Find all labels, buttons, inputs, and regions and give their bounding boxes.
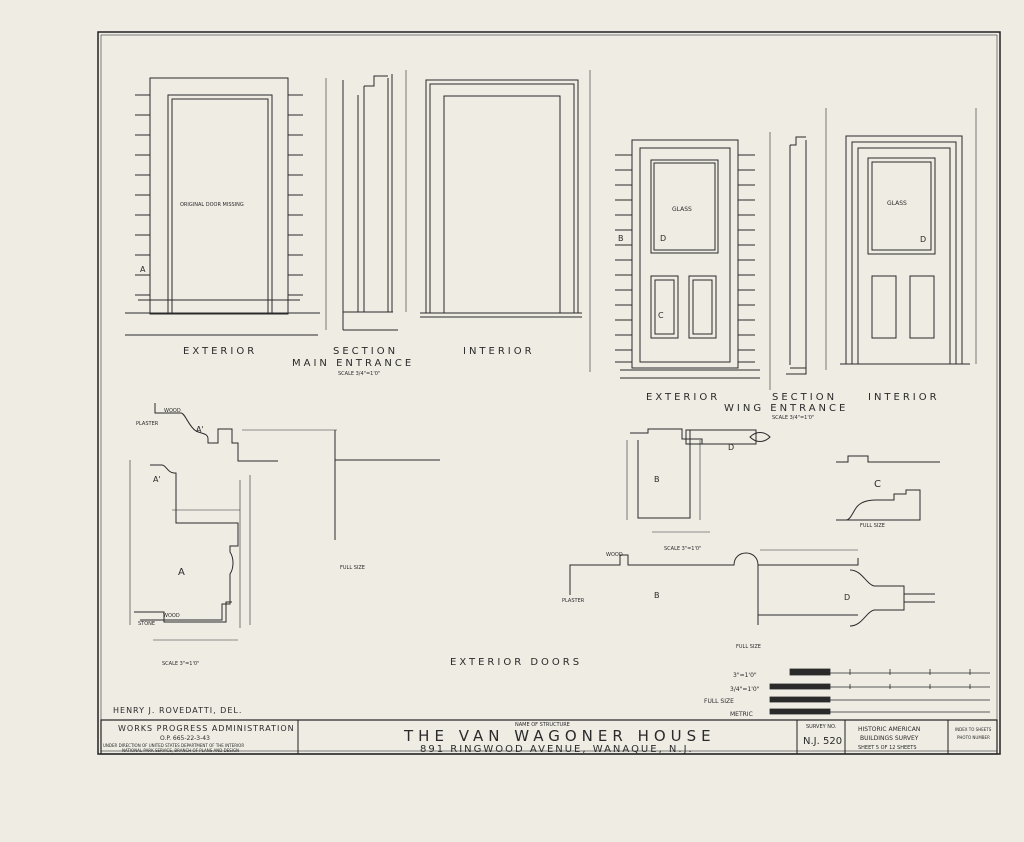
main-entrance-drawings (125, 70, 591, 372)
wing-entrance-text: EXTERIOR SECTION WING ENTRANCE SCALE 3/4… (618, 200, 940, 421)
index-line-2: PHOTO NUMBER (957, 735, 990, 740)
index-line-1: INDEX TO SHEETS (955, 727, 992, 732)
op-number: O.P. 665-22-3-43 (160, 735, 210, 742)
survey-no-label: SURVEY NO. (806, 724, 837, 730)
survey-number: N.J. 520 (803, 736, 842, 747)
wing-interior-glass (867, 157, 936, 255)
wing-mark-c: C (658, 311, 664, 320)
sheet-inner-border (100, 34, 998, 752)
main-entrance-title: MAIN ENTRANCE (292, 358, 414, 369)
sheet-border (97, 31, 1001, 755)
detail-wood-a: WOOD (163, 613, 180, 619)
habs-line-2: BUILDINGS SURVEY (860, 735, 919, 742)
detail-mark-a: A (178, 567, 188, 578)
wing-entrance-scale: SCALE 3/4"=1'0" (772, 415, 814, 421)
detail-wood-label: WOOD (164, 408, 181, 414)
wing-exterior-frame (631, 139, 739, 369)
scale-row-3: FULL SIZE (704, 698, 734, 705)
detail-mark-a-prime: A' (153, 475, 161, 484)
wing-section-label: SECTION (772, 392, 837, 403)
under-direction: UNDER DIRECTION OF UNITED STATES DEPARTM… (103, 743, 244, 748)
scale-row-1: 3"=1'0" (733, 672, 757, 679)
delineator: HENRY J. ROVEDATTI, DEL. (113, 706, 242, 715)
wing-exterior-label: EXTERIOR (646, 392, 720, 403)
detail-c-full-size: FULL SIZE (860, 523, 885, 529)
wing-mark-d: D (660, 234, 666, 243)
door-missing-note: ORIGINAL DOOR MISSING (180, 202, 244, 208)
wpa-title: WORKS PROGRESS ADMINISTRATION (118, 724, 295, 733)
habs-line-1: HISTORIC AMERICAN (858, 726, 920, 733)
detail-wood-b: WOOD (606, 552, 623, 558)
detail-plaster-b: PLASTER (562, 598, 585, 604)
main-exterior-label: EXTERIOR (183, 346, 257, 357)
name-of-structure-label: NAME OF STRUCTURE (515, 722, 570, 728)
detail-mark-a-prime-top: A' (196, 425, 204, 434)
main-entrance-text: EXTERIOR SECTION MAIN ENTRANCE SCALE 3/4… (140, 202, 535, 377)
wing-exterior-glass (650, 159, 719, 254)
main-entrance-scale: SCALE 3/4"=1'0" (338, 371, 380, 377)
scale-row-2: 3/4"=1'0" (730, 686, 760, 693)
structure-address: 891 RINGWOOD AVENUE, WANAQUE, N.J. (420, 744, 694, 755)
detail-mark-b-bottom: B (654, 591, 660, 600)
nps-branch: NATIONAL PARK SERVICE, BRANCH OF PLANS A… (122, 748, 239, 753)
wing-interior-glass-label: GLASS (887, 200, 907, 207)
detail-stone-label: STONE (138, 621, 155, 627)
wing-interior-label: INTERIOR (868, 392, 940, 403)
scale-row-4: METRIC (730, 711, 753, 718)
scale-labels: 3"=1'0" 3/4"=1'0" FULL SIZE METRIC (704, 672, 760, 718)
detail-mark-c: C (874, 479, 884, 490)
main-section-label: SECTION (333, 346, 398, 357)
wing-interior-mark-d: D (920, 235, 926, 244)
detail-bd-full-size: FULL SIZE (736, 644, 761, 650)
title-block (100, 719, 998, 755)
detail-drawings (129, 403, 940, 641)
main-interior-frame (425, 79, 579, 314)
sheet-info: SHEET 5 OF 12 SHEETS (858, 745, 917, 751)
detail-a-scale: SCALE 3"=1'0" (162, 661, 199, 667)
graphic-scales (769, 668, 990, 715)
main-interior-label: INTERIOR (463, 346, 535, 357)
detail-b-scale: SCALE 3"=1'0" (664, 546, 701, 552)
detail-mark-b-top: B (654, 475, 660, 484)
detail-text: WOOD PLASTER A' A' A WOOD STONE SCALE 3"… (136, 408, 885, 667)
main-exterior-frame (149, 77, 289, 315)
detail-a-full-size: FULL SIZE (340, 565, 365, 571)
wing-entrance-title: WING ENTRANCE (724, 403, 848, 414)
wing-exterior-glass-label: GLASS (672, 206, 692, 213)
structure-name: THE VAN WAGONER HOUSE (403, 727, 716, 745)
detail-mark-d-bottom: D (844, 593, 850, 602)
title-block-text: WORKS PROGRESS ADMINISTRATION O.P. 665-2… (103, 722, 992, 755)
detail-mark-d-top: D (728, 443, 734, 452)
wing-mark-b: B (618, 234, 624, 243)
sheet-caption: EXTERIOR DOORS (450, 657, 582, 668)
detail-plaster-label: PLASTER (136, 421, 159, 427)
main-mark-a: A (140, 265, 146, 274)
wing-entrance-drawings (615, 108, 977, 390)
